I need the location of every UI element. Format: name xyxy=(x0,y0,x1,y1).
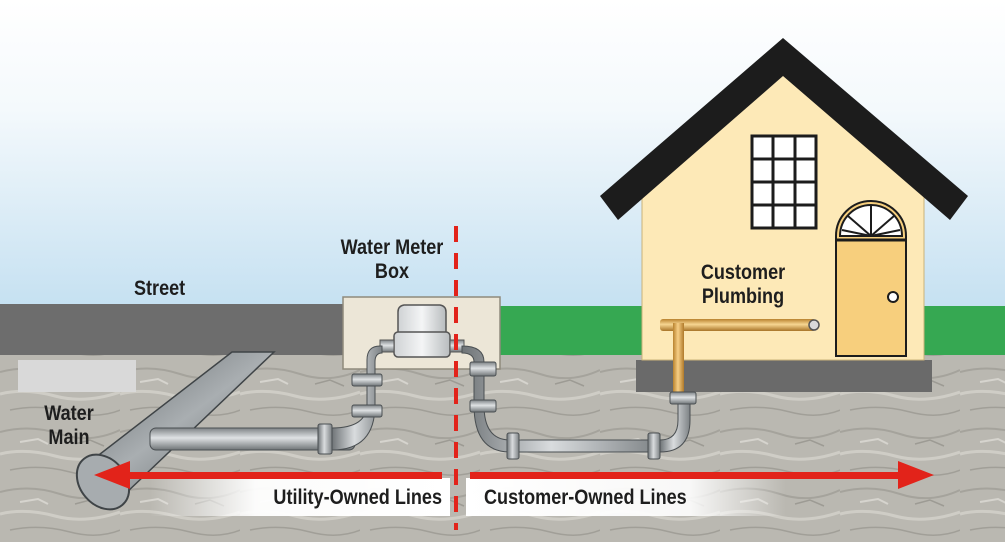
customer-plumbing-pipe xyxy=(660,319,820,393)
water-main-label: Water Main xyxy=(44,402,94,449)
utility-owned-arrow xyxy=(94,461,442,489)
customer-plumbing-label: Customer Plumbing xyxy=(700,261,786,308)
street-label: Street xyxy=(134,277,186,300)
customer-owned-lines-label: Customer-Owned Lines xyxy=(484,486,687,509)
utility-label-backing xyxy=(150,478,450,516)
customer-service-pipe xyxy=(461,345,697,460)
customer-owned-arrow xyxy=(470,461,934,489)
house-window xyxy=(750,134,818,230)
house-door xyxy=(835,200,907,357)
utility-owned-lines-label: Utility-Owned Lines xyxy=(273,486,442,509)
utility-service-pipe xyxy=(149,345,383,455)
customer-label-backing xyxy=(466,478,786,516)
water-meter-box-label: Water Meter Box xyxy=(340,236,444,283)
house xyxy=(600,38,968,393)
